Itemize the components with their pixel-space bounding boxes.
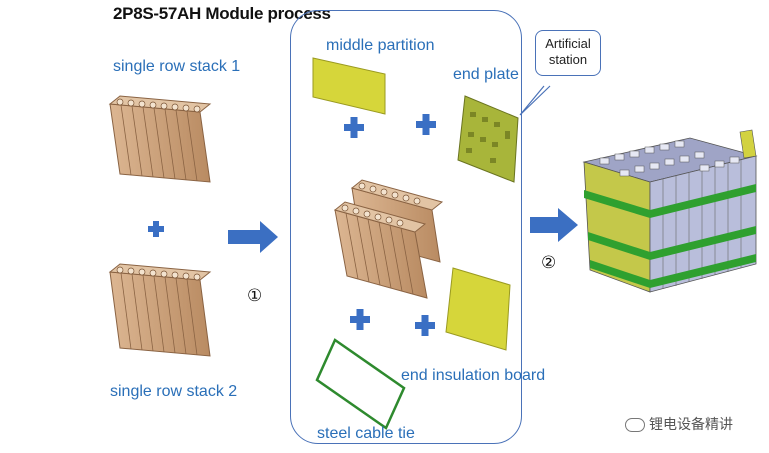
plus-icon xyxy=(148,221,164,237)
arrow-right-icon xyxy=(228,221,278,253)
end-insulation-board-label: end insulation board xyxy=(401,367,546,384)
single-row-stack-1 xyxy=(108,95,212,183)
plus-icon xyxy=(350,309,370,330)
steel-cable-tie-label: steel cable tie xyxy=(317,425,415,442)
callout-line1: Artificial xyxy=(545,36,591,51)
components-panel xyxy=(290,10,522,444)
middle-partition-shape xyxy=(312,57,386,115)
watermark-text: 锂电设备精讲 xyxy=(649,416,733,432)
callout-line2: station xyxy=(548,52,588,67)
diagram-title: 2P8S-57AH Module process xyxy=(113,4,331,23)
double-cell-stack xyxy=(333,179,444,299)
step-1-marker: ① xyxy=(247,286,263,305)
plus-icon xyxy=(415,315,435,336)
stack2-label: single row stack 2 xyxy=(110,383,238,400)
step-2-marker: ② xyxy=(541,253,557,272)
middle-partition-label: middle partition xyxy=(326,37,435,54)
plus-icon xyxy=(344,117,364,138)
single-row-stack-2 xyxy=(108,263,212,357)
plus-icon xyxy=(416,114,436,135)
stack1-label: single row stack 1 xyxy=(113,58,241,75)
finished-module xyxy=(582,129,758,293)
arrow-right-icon xyxy=(530,208,578,242)
end-plate-shape xyxy=(457,95,519,183)
chat-bubble-icon xyxy=(625,418,645,433)
steel-cable-tie-shape xyxy=(315,338,406,430)
watermark: 锂电设备精讲 xyxy=(625,414,733,434)
artificial-station-callout: Artificial station xyxy=(535,30,601,76)
end-insulation-board-shape xyxy=(445,267,511,351)
callout-pointer xyxy=(519,85,551,116)
end-plate-label: end plate xyxy=(453,66,519,83)
